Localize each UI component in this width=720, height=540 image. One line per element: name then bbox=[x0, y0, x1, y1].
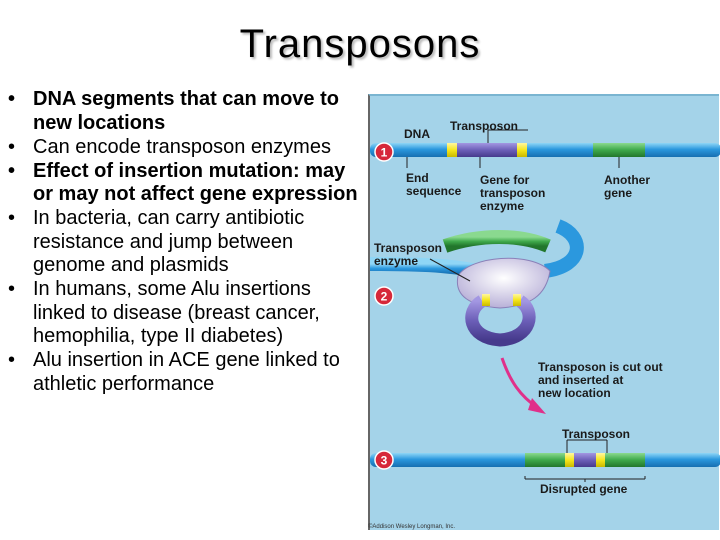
disrupted-gene-label: Disrupted gene bbox=[540, 482, 628, 496]
bullet-text: Can encode transposon enzymes bbox=[33, 135, 331, 158]
dna-strand-2-right bbox=[543, 219, 584, 278]
enzyme-gene-3 bbox=[574, 453, 596, 467]
transposon-enzyme-label-2: enzyme bbox=[374, 254, 418, 268]
end-sequence-right-3 bbox=[596, 453, 605, 467]
cut-out-label-3: new location bbox=[538, 386, 611, 400]
end-sequence-label-2: sequence bbox=[406, 184, 462, 198]
gene-for-label-2: transposon bbox=[480, 186, 545, 200]
dna-strand-1 bbox=[370, 143, 720, 157]
step-3-dna bbox=[370, 439, 720, 482]
cut-out-label-1: Transposon is cut out bbox=[538, 360, 663, 374]
gene-for-label-3: enzyme bbox=[480, 199, 524, 213]
bullet-text: DNA segments that can move to new locati… bbox=[33, 88, 339, 134]
transposon-label-top: Transposon bbox=[450, 119, 518, 133]
step-badges: 1 2 3 bbox=[374, 142, 394, 470]
another-gene-1 bbox=[593, 143, 645, 157]
end-sequence-left-1 bbox=[447, 143, 457, 157]
end-sequence-left-3 bbox=[565, 453, 574, 467]
step-2-excision bbox=[370, 219, 584, 347]
end-sequence-left-2 bbox=[482, 294, 490, 306]
bullet-text: Alu insertion in ACE gene linked to athl… bbox=[33, 349, 340, 395]
gene-for-label-1: Gene for bbox=[480, 173, 530, 187]
step-1-dna bbox=[370, 129, 720, 168]
enzyme-pointer bbox=[429, 258, 471, 282]
slide-title: Transposons bbox=[239, 22, 481, 66]
bullet-item: • Effect of insertion mutation: may or ma… bbox=[8, 160, 360, 207]
bullet-item: • Alu insertion in ACE gene linked to ath… bbox=[8, 349, 360, 396]
step-3-badge bbox=[374, 450, 394, 470]
transposon-diagram: 1 2 3 DNA Transposon End sequence Gene f… bbox=[368, 94, 720, 530]
enzyme-gene-1 bbox=[457, 143, 517, 157]
bullet-marker: • bbox=[8, 207, 16, 229]
cut-out-label-2: and inserted at bbox=[538, 373, 623, 387]
process-arrow bbox=[500, 357, 546, 414]
bullet-item: • Can encode transposon enzymes bbox=[8, 136, 360, 160]
step-1-number: 1 bbox=[381, 146, 388, 160]
disrupted-gene-right bbox=[605, 453, 645, 467]
bullet-marker: • bbox=[8, 88, 16, 110]
step-1-badge bbox=[374, 142, 394, 162]
bullet-text: In humans, some Alu insertions linked to… bbox=[33, 278, 320, 347]
step-2-number: 2 bbox=[381, 290, 388, 304]
disrupted-gene-left bbox=[525, 453, 565, 467]
step-3-number: 3 bbox=[381, 454, 388, 468]
another-gene-label-1: Another bbox=[604, 173, 650, 187]
another-gene-2 bbox=[442, 230, 551, 253]
bullet-item: • In humans, some Alu insertions linked t… bbox=[8, 278, 360, 349]
excised-transposon-loop bbox=[465, 295, 536, 347]
dna-label: DNA bbox=[404, 127, 430, 141]
bullet-marker: • bbox=[8, 349, 16, 371]
pink-arrow-head bbox=[528, 398, 546, 414]
transposon-diagram-svg: 1 2 3 DNA Transposon End sequence Gene f… bbox=[370, 119, 720, 496]
bullet-list: • DNA segments that can move to new locat… bbox=[8, 88, 360, 397]
end-sequence-label-1: End bbox=[406, 171, 429, 185]
transposon-enzyme-shape bbox=[456, 257, 551, 309]
copyright-notice: ©Addison Wesley Longman, Inc. bbox=[368, 524, 456, 530]
bullet-item: • DNA segments that can move to new locat… bbox=[8, 88, 360, 135]
bullet-text: In bacteria, can carry antibiotic resist… bbox=[33, 207, 305, 276]
bullet-marker: • bbox=[8, 135, 16, 158]
bullet-item: • In bacteria, can carry antibiotic resis… bbox=[8, 207, 360, 278]
bullet-marker: • bbox=[8, 159, 16, 182]
step-2-badge bbox=[374, 286, 394, 306]
transposon-label-bottom: Transposon bbox=[562, 427, 630, 441]
bullet-text: Effect of insertion mutation: may or may… bbox=[33, 159, 358, 206]
end-sequence-right-1 bbox=[517, 143, 527, 157]
end-sequence-right-2 bbox=[513, 294, 521, 306]
another-gene-label-2: gene bbox=[604, 186, 632, 200]
bullet-marker: • bbox=[8, 278, 16, 300]
transposon-enzyme-label-1: Transposon bbox=[374, 241, 442, 255]
